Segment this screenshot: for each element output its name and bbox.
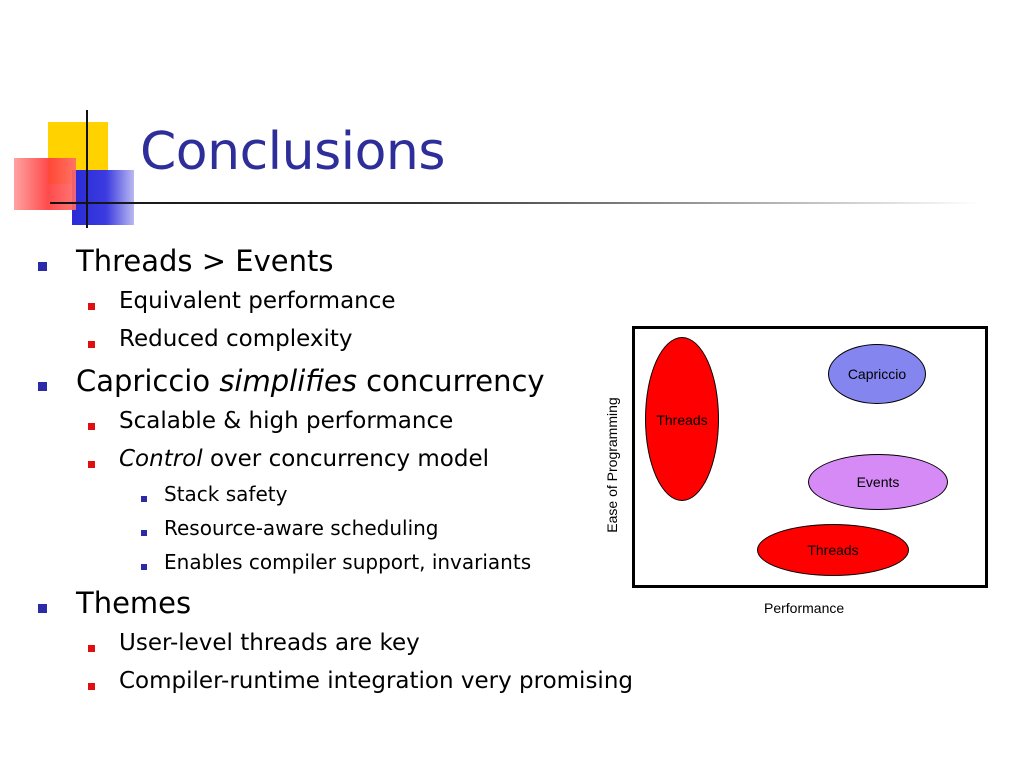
bullet-marker bbox=[88, 423, 95, 430]
corner-blue-square bbox=[72, 170, 134, 225]
bullet-stack-safety: Stack safety bbox=[164, 482, 288, 506]
title-underline bbox=[50, 202, 980, 204]
bullet-marker bbox=[88, 645, 95, 652]
comparison-diagram: Threads Capriccio Events Threads bbox=[632, 326, 988, 588]
bullet-capriccio-simplifies: Capriccio simplifies concurrency bbox=[76, 364, 545, 398]
bullet-marker bbox=[38, 382, 47, 391]
y-axis-label: Ease of Programming bbox=[604, 397, 620, 533]
events-ellipse: Events bbox=[808, 454, 948, 510]
bullet-marker bbox=[38, 262, 47, 271]
bullet-text: over concurrency model bbox=[202, 446, 489, 472]
bullet-resource-aware: Resource-aware scheduling bbox=[164, 516, 439, 540]
bullet-compiler-runtime: Compiler-runtime integration very promis… bbox=[119, 668, 633, 694]
bullet-reduced-complexity: Reduced complexity bbox=[119, 326, 353, 352]
bullet-marker bbox=[141, 496, 147, 502]
threads-vertical-ellipse: Threads bbox=[645, 337, 719, 501]
bullet-threads-events: Threads > Events bbox=[76, 244, 334, 278]
corner-vertical-line bbox=[86, 110, 88, 228]
corner-red-square bbox=[14, 158, 76, 210]
bullet-compiler-support: Enables compiler support, invariants bbox=[164, 550, 532, 574]
bullet-text: Capriccio bbox=[76, 364, 220, 398]
bullet-emphasis: simplifies bbox=[219, 364, 357, 398]
bullet-themes: Themes bbox=[76, 586, 192, 620]
bullet-text: concurrency bbox=[356, 364, 545, 398]
bullet-marker bbox=[141, 530, 147, 536]
bullet-marker bbox=[88, 303, 95, 310]
bullet-marker bbox=[88, 683, 95, 690]
bullet-marker bbox=[141, 564, 147, 570]
threads-horizontal-ellipse: Threads bbox=[757, 524, 909, 576]
capriccio-ellipse: Capriccio bbox=[828, 344, 926, 404]
bullet-emphasis: Control bbox=[119, 446, 203, 472]
bullet-user-level-threads: User-level threads are key bbox=[119, 630, 420, 656]
bullet-scalable: Scalable & high performance bbox=[119, 408, 454, 434]
bullet-equivalent-performance: Equivalent performance bbox=[119, 288, 396, 314]
bullet-control: Control over concurrency model bbox=[119, 446, 489, 472]
slide-title: Conclusions bbox=[140, 122, 445, 182]
x-axis-label: Performance bbox=[764, 600, 845, 616]
bullet-marker bbox=[38, 604, 47, 613]
bullet-marker bbox=[88, 461, 95, 468]
bullet-marker bbox=[88, 341, 95, 348]
